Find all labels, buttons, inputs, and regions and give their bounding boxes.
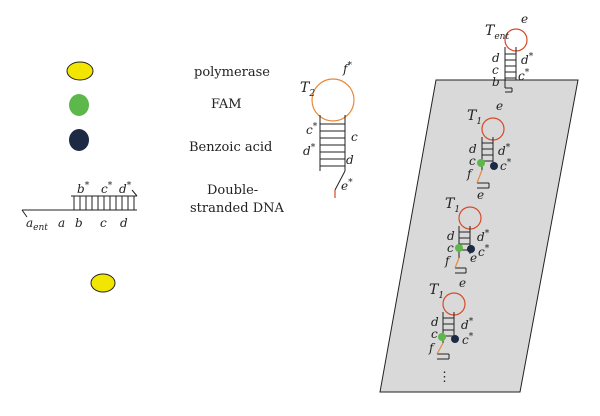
free-polymerase [90,273,116,293]
legend-fam: FAM [211,97,242,112]
dsdna-top-b: b* [77,181,90,196]
dsdna-bottom-c: c [100,216,107,230]
t1-label-2: T1 [445,196,460,215]
dsdna-top-d: d* [119,181,132,196]
t1-1-left-d: d [469,142,477,156]
t1-2-right-c: c* [478,244,490,259]
t1-hairpin-2 [454,206,482,274]
t1-2-left-f: f [444,254,452,268]
tent-left-c: c [492,63,499,77]
t1-2-right-d: d* [477,229,490,244]
benzoic-dot [490,162,498,170]
tent-left-b: b [492,75,500,89]
t1-3-left-f: f [428,341,436,355]
dsdna-bottom-aent: aent [26,216,48,233]
legend-dsdna-line2: stranded DNA [190,201,285,216]
dsdna-bottom-a: a [58,216,65,230]
t1-3-right-c: c* [462,332,474,347]
tent-right-d: d* [521,52,534,67]
tent-label: Tent [485,23,509,42]
t1-label-3: T1 [429,282,444,301]
surface-plate [379,79,579,393]
legend-polymerase: polymerase [194,65,270,80]
tent-left-d: d [492,51,500,65]
fam-dot [455,244,463,252]
tent-loop-e: e [521,12,528,26]
t2-right-c: c [351,130,358,144]
continuation-ellipsis: ⋮ [438,370,451,385]
t1-2-left-d: d [447,229,455,243]
t1-3-right-d: d* [461,317,474,332]
fam-symbol [69,94,89,116]
tent-right-c: c* [518,68,530,83]
benzoic-dot [467,245,475,253]
dsdna-glyph [21,189,138,218]
t1-1-right-c: c* [500,158,512,173]
t2-hairpin [311,78,355,198]
dsdna-bottom-b: b [75,216,83,230]
t1-3-left-d: d [431,315,439,329]
t1-hairpin-3 [436,292,466,360]
t2-right-d: d [346,153,354,167]
t2-label: T2 [300,80,315,99]
t1-label-1: T1 [467,108,482,127]
t2-left-c: c* [306,122,318,137]
legend-dsdna-line1: Double- [207,183,258,198]
t1-1-right-d: d* [498,143,511,158]
t1-1-left-c: c [469,154,476,168]
t1-2-left-c: c [447,241,454,255]
tent-hairpin [504,28,528,93]
fam-dot [438,333,446,341]
legend-benzoic-acid: Benzoic acid [189,140,272,155]
benzoic-acid-symbol [69,129,89,151]
t2-loop-label: f* [342,61,352,76]
t1-hairpin-1 [476,117,505,189]
t2-left-d: d* [303,143,316,158]
t1-2-tail-e: e [459,276,466,290]
polymerase-symbol [66,61,94,81]
dsdna-bottom-d: d [120,216,128,230]
fam-dot [477,159,485,167]
t1-3-tail-e: e [470,251,477,265]
t2-tail-e: e* [341,178,353,193]
dsdna-top-c: c* [101,181,113,196]
t1-3-left-c: c [431,327,438,341]
t1-1-loop-e: e [496,99,503,113]
benzoic-dot [451,335,459,343]
t2-loop [311,78,355,122]
t1-1-left-f: f [466,167,474,181]
t1-1-tail-e: e [477,188,484,202]
